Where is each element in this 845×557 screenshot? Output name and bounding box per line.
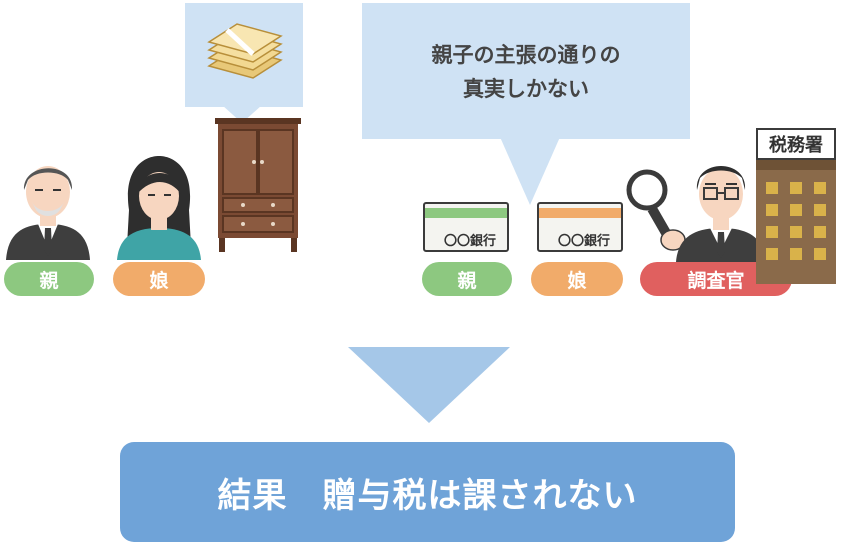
daughter-bank-name: 〇〇銀行 — [558, 234, 611, 249]
money-bundle-icon — [207, 23, 283, 79]
investigator-avatar — [676, 166, 766, 262]
daughter-avatar — [117, 156, 201, 260]
tax-office-sign: 税務署 — [756, 128, 836, 160]
result-box: 結果 贈与税は課されない — [120, 442, 735, 542]
speech-line-1: 親子の主張の通りの — [431, 43, 621, 67]
speech-bubble — [362, 3, 690, 139]
magnifier-icon — [626, 169, 686, 251]
speech-line-2: 真実しかない — [463, 77, 589, 101]
parent-passbook-icon — [423, 202, 509, 252]
speech-text: 親子の主張の通りの 真実しかない — [362, 38, 690, 106]
speech-bubble-tail — [500, 137, 560, 205]
daughter-passbook-icon — [537, 202, 623, 252]
daughter-label: 娘 — [113, 262, 205, 296]
parent-account-label: 親 — [422, 262, 512, 296]
elderly-parent-avatar — [6, 166, 90, 260]
parent-bank-name: 〇〇銀行 — [444, 234, 497, 249]
tax-office-building-icon — [756, 160, 836, 284]
bubble-tail — [222, 105, 262, 123]
daughter-account-label: 娘 — [531, 262, 623, 296]
down-arrow-icon — [348, 347, 510, 423]
parent-label: 親 — [4, 262, 94, 296]
wardrobe-icon — [215, 118, 301, 252]
